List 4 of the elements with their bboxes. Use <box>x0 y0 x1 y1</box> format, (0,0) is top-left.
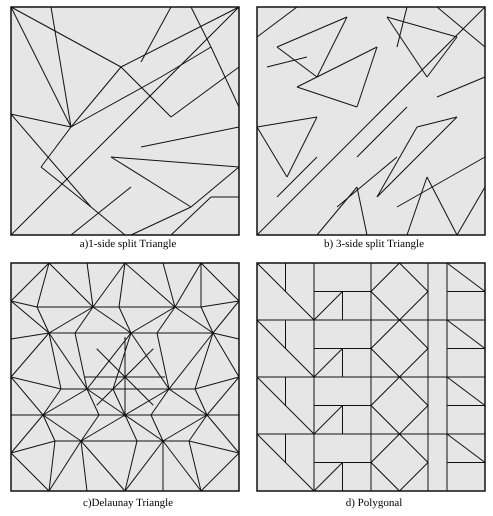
panel-caption: d) Polygonal <box>346 497 402 509</box>
panel-caption: c)Delaunay Triangle <box>82 497 174 509</box>
panel-caption: a)1-side split Triangle <box>80 238 176 250</box>
panel-caption: b) 3-side split Triangle <box>324 238 424 250</box>
